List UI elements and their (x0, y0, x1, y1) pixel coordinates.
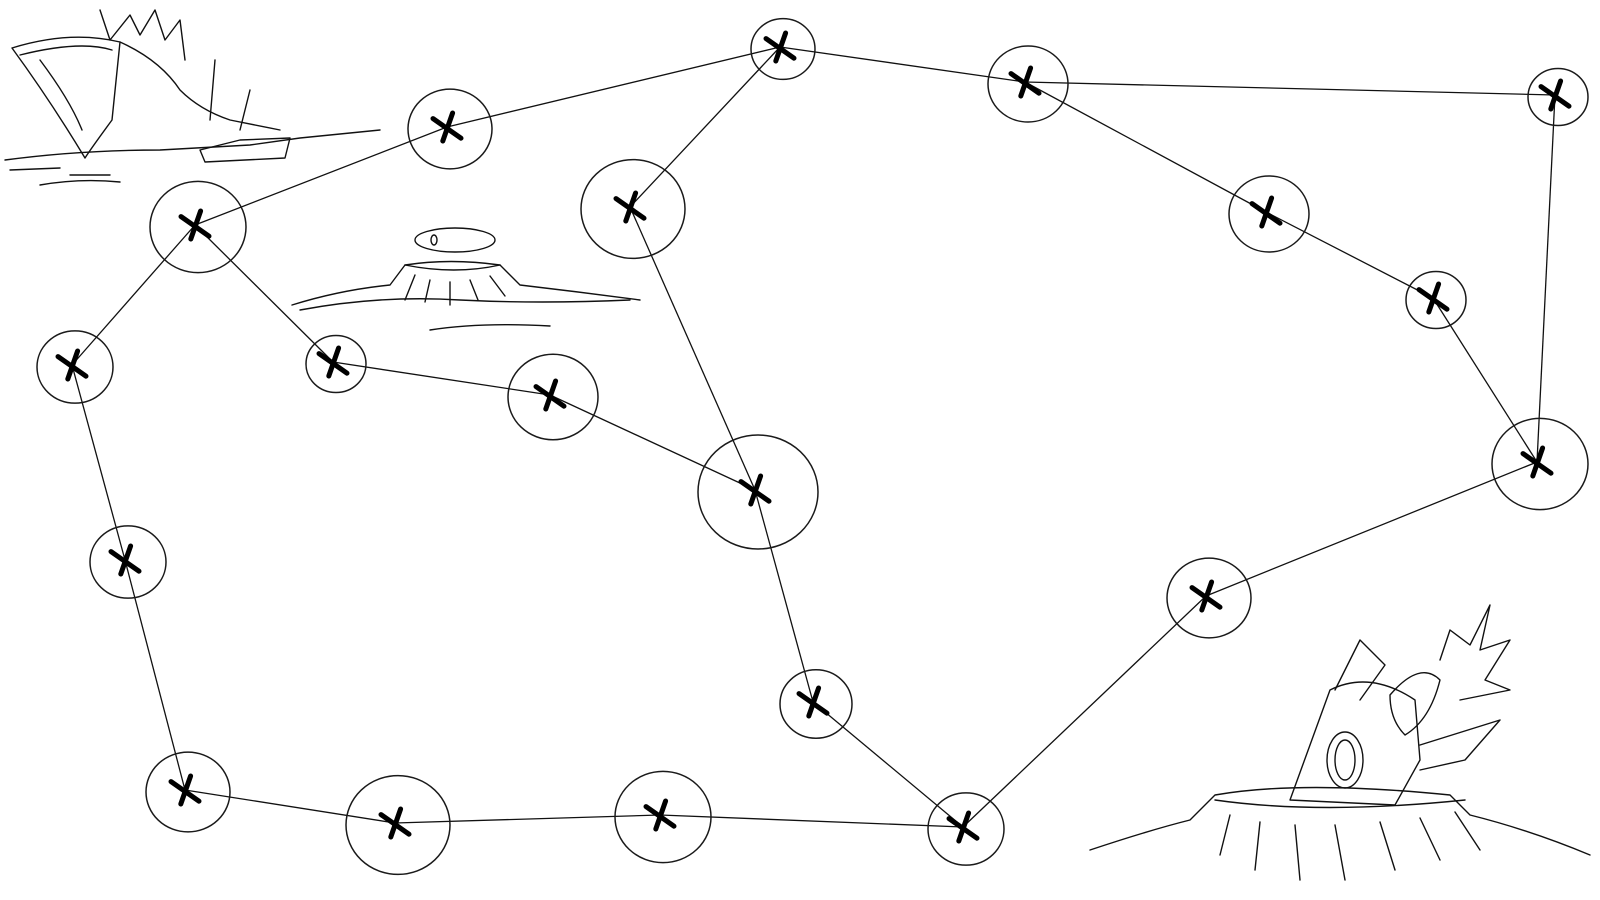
x-mark-icon (738, 473, 772, 507)
route-segment (332, 361, 551, 396)
route-segment (1432, 297, 1538, 463)
node-ring (697, 434, 819, 550)
node-ring (345, 774, 451, 876)
node-ring (407, 88, 493, 170)
node-ring (750, 17, 816, 81)
node-ring (779, 669, 853, 739)
x-mark-icon (763, 30, 797, 64)
x-mark-icon (168, 773, 202, 807)
route-segment (812, 701, 964, 828)
x-mark-icon (1008, 65, 1042, 99)
node-ring (987, 45, 1069, 123)
x-mark-icon (178, 208, 212, 242)
route-segment (194, 224, 334, 363)
level-node-n6[interactable] (1491, 417, 1589, 511)
node-ring (1405, 270, 1467, 330)
level-node-n1[interactable] (750, 17, 816, 81)
route-segment (394, 814, 661, 824)
x-mark-icon (108, 543, 142, 577)
node-ring (89, 525, 167, 599)
node-ring (1491, 417, 1589, 511)
node-ring (507, 353, 599, 441)
x-mark-icon (430, 110, 464, 144)
node-ring (580, 158, 686, 260)
route-segment (1024, 81, 1267, 213)
node-ring (305, 334, 367, 394)
level-node-n18[interactable] (614, 770, 712, 864)
route-segment (71, 364, 126, 561)
ufo-crater-icon (291, 227, 641, 331)
route-segment (1536, 94, 1556, 463)
node-ring (149, 180, 247, 274)
route-segment (659, 814, 964, 828)
level-node-n5[interactable] (1405, 270, 1467, 330)
node-ring (614, 770, 712, 864)
level-node-n8[interactable] (927, 792, 1005, 866)
level-node-n3[interactable] (1527, 67, 1589, 127)
level-node-n14[interactable] (36, 330, 114, 404)
level-node-n19[interactable] (580, 158, 686, 260)
route-segment (194, 126, 448, 226)
node-ring (1166, 557, 1252, 639)
route-segment (549, 394, 756, 491)
level-node-n7[interactable] (1166, 557, 1252, 639)
x-mark-icon (1249, 195, 1283, 229)
x-mark-icon (1520, 445, 1554, 479)
level-node-n13[interactable] (149, 180, 247, 274)
x-mark-icon (796, 685, 830, 719)
rocket-crater-icon (1089, 604, 1591, 881)
route-segment (629, 46, 781, 208)
x-mark-icon (533, 378, 567, 412)
x-mark-icon (1416, 281, 1450, 315)
x-mark-icon (1538, 78, 1572, 112)
node-ring (927, 792, 1005, 866)
route-segment (71, 224, 196, 366)
level-node-n12[interactable] (305, 334, 367, 394)
level-node-n4[interactable] (1228, 175, 1310, 253)
route-segment (184, 789, 396, 824)
level-nodes[interactable] (36, 17, 1589, 876)
level-node-n15[interactable] (89, 525, 167, 599)
level-node-n16[interactable] (145, 751, 231, 833)
level-node-n10[interactable] (697, 434, 819, 550)
x-mark-icon (613, 190, 647, 224)
level-node-n9[interactable] (779, 669, 853, 739)
node-ring (145, 751, 231, 833)
level-node-n11[interactable] (507, 353, 599, 441)
x-mark-icon (316, 345, 350, 379)
crashed-ship-icon (4, 9, 381, 186)
level-node-n20[interactable] (407, 88, 493, 170)
route-segment (1024, 81, 1556, 96)
x-mark-icon (946, 810, 980, 844)
route-lines (71, 46, 1556, 828)
node-ring (1527, 67, 1589, 127)
level-node-n17[interactable] (345, 774, 451, 876)
route-segment (1265, 211, 1434, 299)
node-ring (1228, 175, 1310, 253)
route-segment (779, 46, 1026, 83)
route-segment (124, 559, 186, 791)
route-segment (962, 595, 1207, 828)
x-mark-icon (1189, 579, 1223, 613)
node-ring (36, 330, 114, 404)
route-segment (1205, 461, 1538, 597)
x-mark-icon (378, 806, 412, 840)
route-segment (629, 206, 756, 491)
route-segment (754, 489, 814, 703)
level-node-n2[interactable] (987, 45, 1069, 123)
x-mark-icon (55, 348, 89, 382)
route-segment (446, 46, 781, 128)
x-mark-icon (643, 798, 677, 832)
